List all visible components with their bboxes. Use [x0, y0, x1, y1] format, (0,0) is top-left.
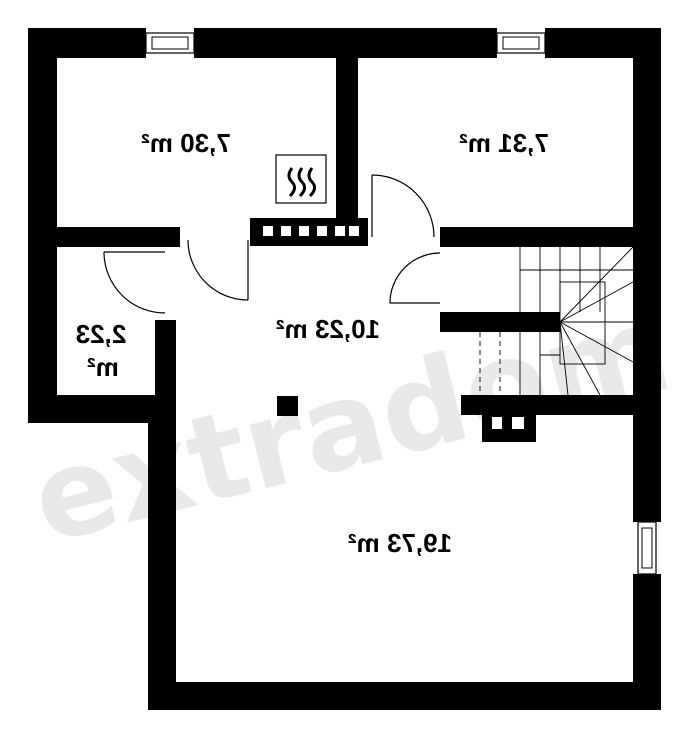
wall-left-lower: [148, 395, 176, 710]
chimney-lower: [482, 410, 536, 442]
fireplace-icon: [275, 154, 327, 204]
room-area-small-left: 2,23: [76, 319, 127, 349]
wall-left-upper: [28, 28, 57, 423]
wall-stair-mid: [440, 312, 560, 332]
room-area-main: 19,73 m²: [348, 528, 452, 558]
chimney-flues-upper: [263, 226, 359, 236]
wall-topright-bottom: [440, 227, 638, 247]
window-top-right: [496, 28, 546, 58]
staircase: [479, 246, 634, 396]
outer-walls: [28, 28, 661, 710]
doors: [103, 174, 441, 314]
wall-right: [633, 28, 661, 710]
room-area-hall: 10,23 m²: [276, 314, 380, 344]
wall-small-room-right: [155, 320, 176, 420]
wall-divider-top: [336, 52, 358, 227]
window-top-left: [145, 28, 195, 58]
wall-topleft-bottom-a: [52, 227, 180, 247]
window-right: [633, 521, 661, 575]
room-unit-small-left: m²: [87, 352, 119, 382]
column: [277, 396, 298, 416]
room-area-top-left: 7,30 m²: [141, 128, 231, 158]
room-area-top-right: 7,31 m²: [459, 128, 549, 158]
wall-bottom: [148, 682, 661, 710]
